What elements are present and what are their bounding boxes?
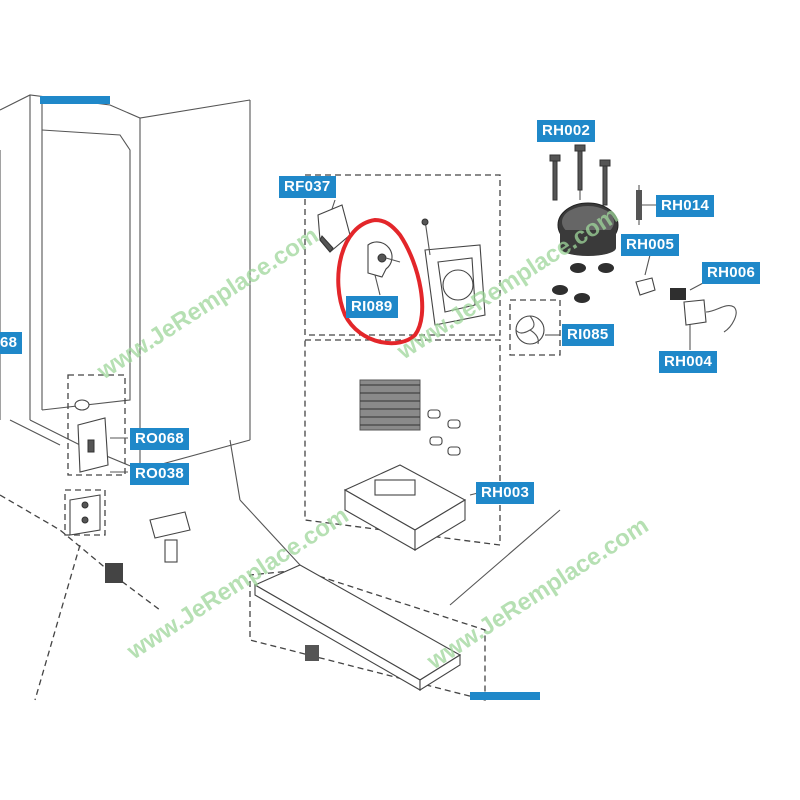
part-label-ri085[interactable]: RI085 [562, 324, 614, 346]
base-plate [253, 564, 462, 691]
part-label-ri089[interactable]: RI089 [346, 296, 398, 318]
evaporator-coil [359, 379, 461, 456]
part-label-rh005[interactable]: RH005 [621, 234, 680, 256]
fan-motor-assembly [421, 218, 486, 326]
ri085-fan [515, 315, 545, 345]
part-label-partial[interactable]: 68 [0, 332, 23, 354]
part-label-rh006[interactable]: RH006 [702, 262, 761, 284]
rf037-part [317, 204, 351, 253]
part-label-ro068[interactable]: RO068 [130, 428, 190, 450]
partial-label-bottom [470, 692, 540, 700]
part-label-rf037[interactable]: RF037 [279, 176, 336, 198]
part-label-ro038[interactable]: RO038 [130, 463, 190, 485]
assembly-groups [0, 174, 561, 701]
part-label-rh003[interactable]: RH003 [476, 482, 535, 504]
leader-lines [110, 145, 706, 606]
fridge-cabinet [0, 94, 251, 471]
part-label-rh014[interactable]: RH014 [656, 195, 715, 217]
ri089-part [367, 241, 401, 278]
highlight-circle [336, 217, 425, 346]
electrical-small-parts [635, 277, 737, 333]
rh003-part [343, 464, 467, 551]
part-label-rh002[interactable]: RH002 [537, 120, 596, 142]
partial-label-top [40, 96, 110, 104]
hinge-parts [69, 399, 191, 583]
rh014-part [636, 185, 642, 225]
rh002-compressor [549, 144, 619, 303]
part-label-rh004[interactable]: RH004 [659, 351, 718, 373]
